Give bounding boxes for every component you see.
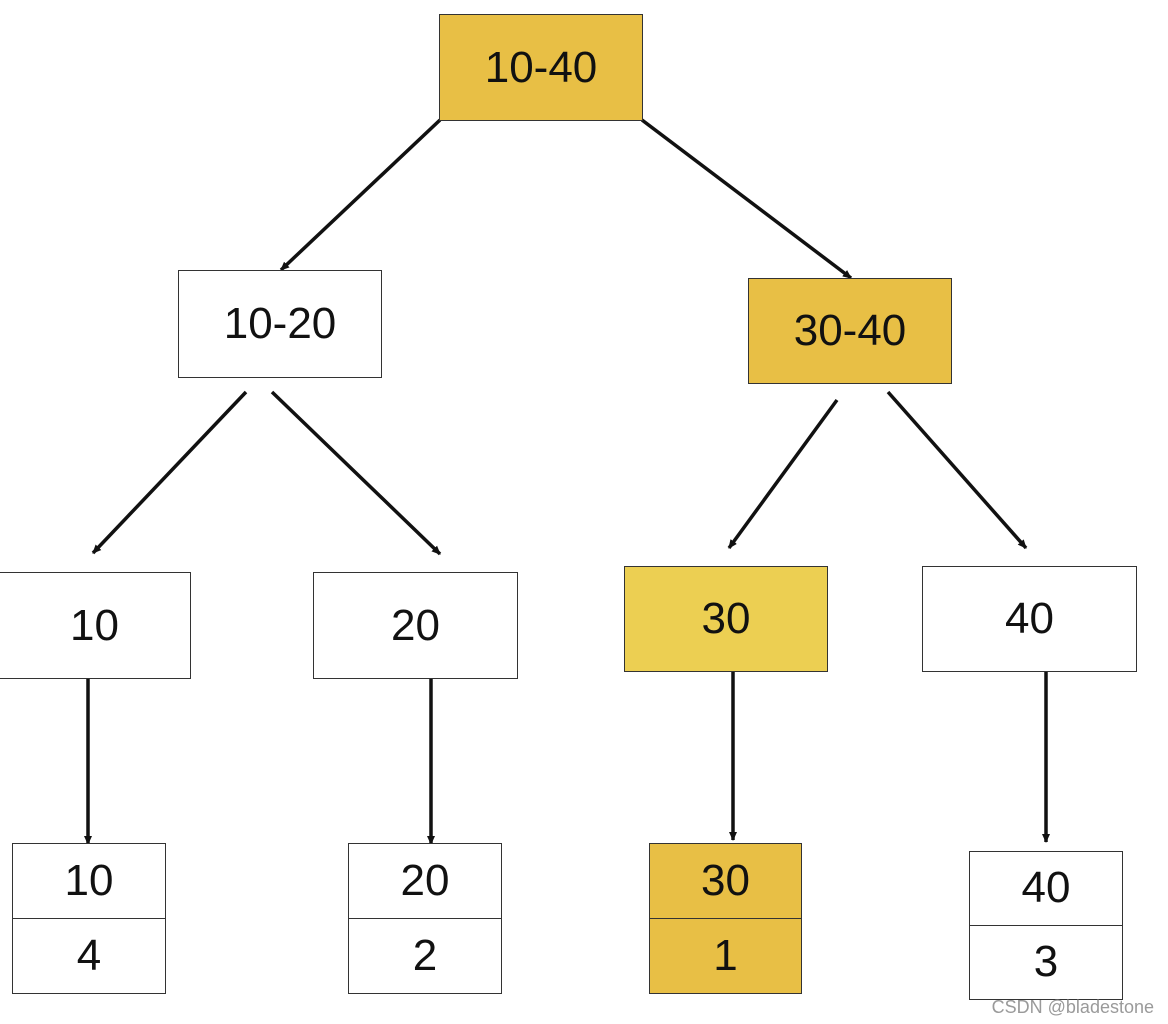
node-right-label: 30-40 bbox=[793, 306, 907, 355]
leaf-10: 10 4 bbox=[12, 843, 166, 994]
leaf-30-key: 30 bbox=[650, 844, 801, 919]
leaf-20-value: 2 bbox=[412, 930, 438, 980]
edge-left-10 bbox=[91, 390, 248, 555]
node-40-label: 40 bbox=[1005, 594, 1054, 643]
leaf-10-key: 10 bbox=[13, 844, 165, 919]
node-root: 10-40 bbox=[439, 14, 643, 121]
leaf-40-key: 40 bbox=[970, 852, 1122, 926]
node-40: 40 bbox=[922, 566, 1137, 672]
node-left-label: 10-20 bbox=[223, 299, 337, 348]
node-20: 20 bbox=[313, 572, 518, 679]
edge-root-right bbox=[640, 118, 853, 280]
node-right: 30-40 bbox=[748, 278, 952, 384]
node-10: 10 bbox=[0, 572, 191, 679]
edge-right-30 bbox=[727, 398, 839, 550]
node-root-label: 10-40 bbox=[484, 42, 598, 92]
leaf-40: 40 3 bbox=[969, 851, 1123, 1000]
node-10-label: 10 bbox=[70, 600, 119, 650]
leaf-20: 20 2 bbox=[348, 843, 502, 994]
leaf-20-key: 20 bbox=[349, 844, 501, 919]
leaf-10-value: 4 bbox=[76, 930, 102, 980]
leaf-30-value: 1 bbox=[713, 930, 738, 980]
leaf-30: 30 1 bbox=[649, 843, 802, 994]
edge-root-left bbox=[279, 118, 442, 272]
node-left: 10-20 bbox=[178, 270, 382, 378]
leaf-40-value: 3 bbox=[1033, 937, 1059, 987]
edge-left-20 bbox=[270, 390, 442, 556]
node-30-label: 30 bbox=[701, 594, 751, 643]
node-30: 30 bbox=[624, 566, 828, 672]
watermark: CSDN @bladestone bbox=[991, 997, 1154, 1017]
edge-right-40 bbox=[886, 390, 1028, 550]
node-20-label: 20 bbox=[391, 600, 440, 650]
